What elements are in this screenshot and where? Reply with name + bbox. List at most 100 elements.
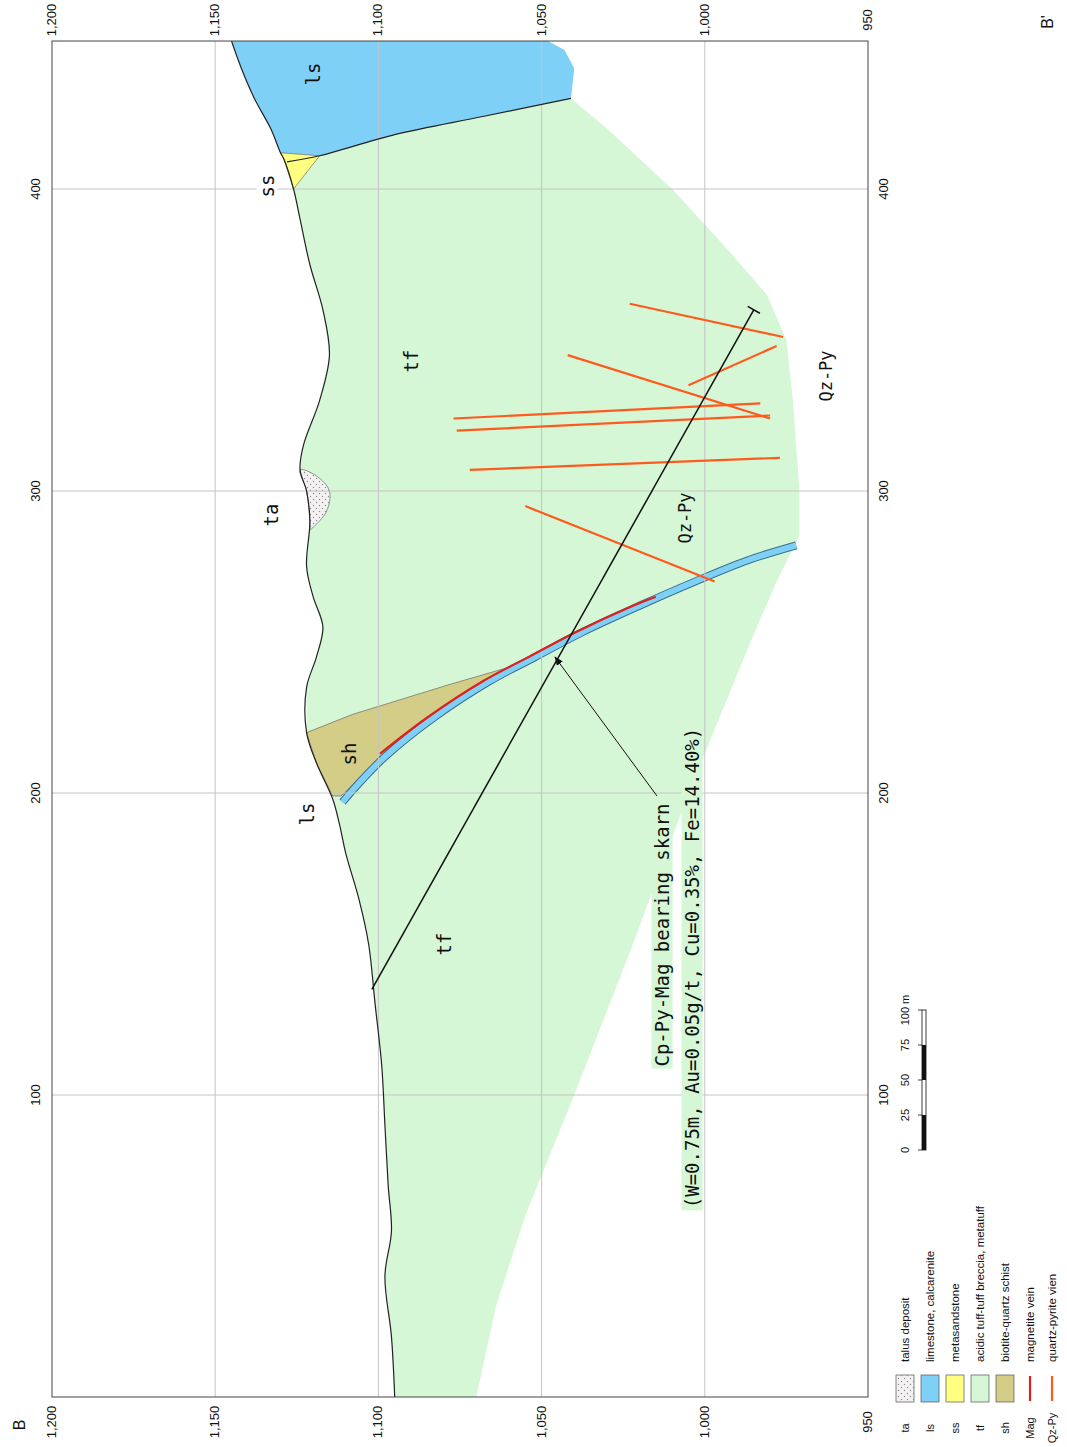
tuff-unit (294, 98, 800, 1397)
section-lines (232, 41, 784, 1397)
legend-text: biotite-quartz schist (999, 1263, 1012, 1362)
scale-label: 0 (899, 1147, 911, 1153)
legend-code: ta (899, 1423, 911, 1432)
distance-label: 200 (29, 782, 43, 804)
talus-unit (300, 469, 330, 530)
limestone-layer-edge (342, 545, 796, 802)
unit-label: ta (260, 504, 281, 527)
grid-line (52, 491, 868, 492)
scale-label: 50 (899, 1074, 911, 1086)
scale-tick (918, 1150, 922, 1151)
elevation-label: 1,000 (698, 1406, 712, 1439)
grid-line (52, 793, 868, 794)
scale-bar-body (922, 1010, 926, 1150)
unit-label: Qz-Py (676, 493, 695, 544)
elevation-label: 1,200 (45, 4, 59, 37)
grid-line (215, 41, 216, 1397)
limestone-layer (342, 545, 796, 802)
scale-tick (918, 1045, 922, 1046)
unit-label: ls (296, 803, 317, 826)
legend-code: Mag (1024, 1417, 1036, 1438)
elevation-label: 950 (861, 9, 875, 31)
distance-label: 200 (877, 782, 891, 804)
section-end: B' (1039, 15, 1057, 29)
legend-code: ss (949, 1423, 961, 1434)
legend-text: metasandstone (949, 1283, 962, 1362)
quartz-pyrite-vein (457, 416, 770, 431)
legend-text: magnetite vein (1024, 1287, 1037, 1362)
distance-label: 300 (877, 480, 891, 502)
elevation-label: 950 (861, 1411, 875, 1433)
sandstone-unit (280, 153, 319, 189)
unit-label: Qz-Py (816, 349, 835, 404)
scale-label: 100 m (899, 995, 911, 1026)
limestone-unit (232, 41, 575, 156)
unit-label: sh (339, 742, 360, 765)
legend-text: talus deposit (899, 1297, 912, 1362)
section-body (232, 41, 800, 1397)
legend-swatch (996, 1375, 1014, 1402)
distance-label: 400 (877, 178, 891, 200)
legend-swatch (946, 1375, 964, 1402)
grid-line (52, 1095, 868, 1096)
grid-line (541, 41, 542, 1397)
unit-label: tf (401, 350, 422, 373)
unit-label: ls (303, 63, 324, 86)
section-end: B (11, 1420, 29, 1431)
scale-bar-segment (922, 1045, 926, 1080)
ground-surface (232, 41, 395, 1397)
unit-label: ss (257, 173, 278, 200)
grid-line (378, 41, 379, 1397)
callout-leader (555, 657, 657, 796)
scale-tick (918, 1010, 922, 1011)
grid-line (52, 189, 868, 190)
legend-code: ls (924, 1424, 936, 1432)
elevation-label: 1,150 (208, 4, 222, 37)
legend-text: acidic tuff-tuff breccia, metatuff (974, 1206, 987, 1362)
scale-label: 25 (899, 1109, 911, 1121)
scale-bar-segment (922, 1115, 926, 1150)
elevation-label: 1,050 (534, 4, 548, 37)
talus-texture (300, 469, 330, 530)
legend-line-sample (1051, 1376, 1053, 1401)
legend-code: tf (974, 1425, 986, 1431)
elevation-label: 1,000 (698, 4, 712, 37)
legend-text: limestone, calcarenite (924, 1251, 937, 1362)
legend-line-sample (1029, 1376, 1031, 1401)
legend-text: quartz-pyrite vien (1046, 1274, 1059, 1362)
callout-values: (W=0.75m, Au=0.05g/t, Cu=0.35%, Fe=14.40… (682, 726, 703, 1210)
distance-label: 300 (29, 480, 43, 502)
elevation-label: 1,050 (534, 1406, 548, 1439)
distance-label: 100 (877, 1084, 891, 1106)
unit-label: tf (433, 933, 454, 956)
quartz-pyrite-vein (453, 403, 760, 418)
legend-code: Qz-Py (1046, 1413, 1058, 1444)
legend-swatch (896, 1375, 914, 1402)
contact-line (287, 98, 571, 161)
scale-tick (918, 1080, 922, 1081)
legend-swatch (921, 1375, 939, 1402)
quartz-pyrite-vein (568, 355, 770, 418)
quartz-pyrite-vein (470, 458, 780, 470)
frame (52, 41, 868, 1397)
grid (52, 41, 868, 1397)
quartz-pyrite-vein (630, 304, 783, 337)
elevation-label: 1,100 (371, 4, 385, 37)
distance-label: 100 (29, 1084, 43, 1106)
distance-label: 400 (29, 178, 43, 200)
elevation-label: 1,200 (45, 1406, 59, 1439)
grid-line (704, 41, 705, 1397)
drill-hole-end (748, 306, 760, 313)
scale-bar (918, 1010, 926, 1150)
scale-tick (918, 1115, 922, 1116)
legend (896, 1375, 1052, 1402)
callout-title: Cp-Py-Mag bearing skarn (652, 801, 673, 1068)
elevation-label: 1,100 (371, 1406, 385, 1439)
legend-texture (896, 1375, 914, 1402)
elevation-label: 1,150 (208, 1406, 222, 1439)
scale-label: 75 (899, 1039, 911, 1051)
legend-swatch (971, 1375, 989, 1402)
quartz-pyrite-vein (688, 346, 776, 385)
